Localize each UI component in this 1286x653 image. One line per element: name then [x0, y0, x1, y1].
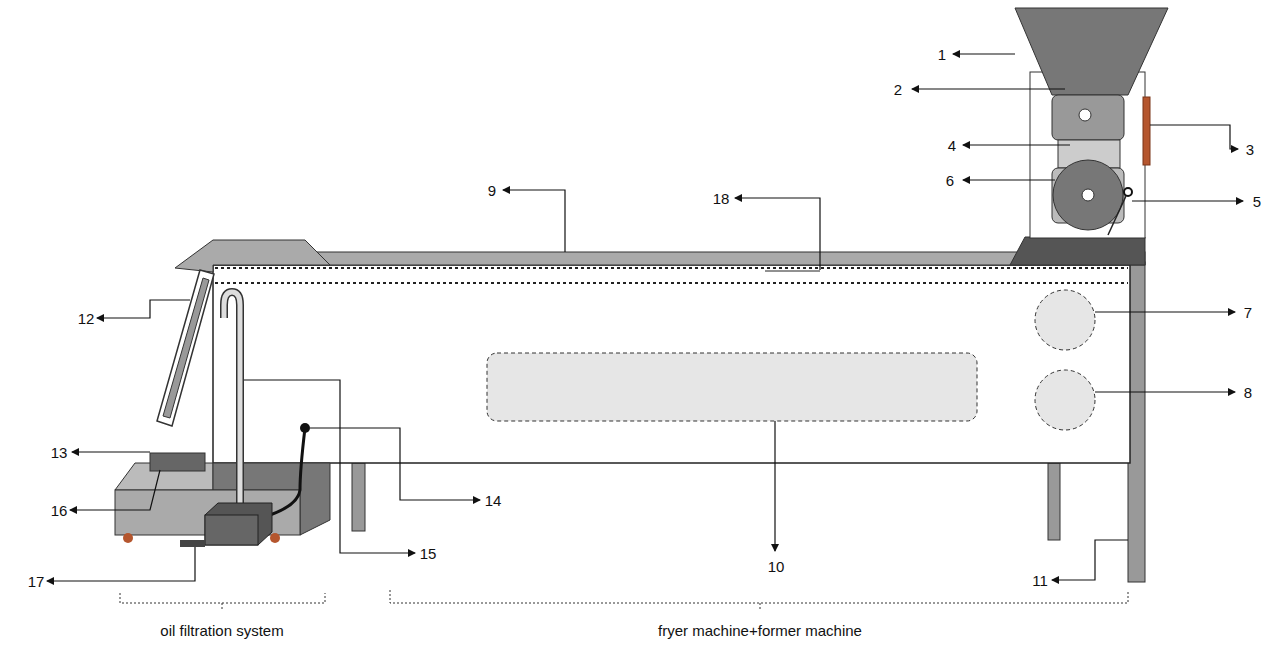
- group-label: oil filtration system: [160, 623, 283, 638]
- callout-number: 12: [78, 311, 95, 326]
- callout-number: 1: [938, 47, 946, 62]
- group-label: fryer machine+former machine: [658, 623, 862, 638]
- callout-number: 9: [488, 183, 496, 198]
- callout-number: 17: [28, 574, 45, 589]
- callout-number: 6: [946, 173, 954, 188]
- callout-number: 8: [1244, 385, 1252, 400]
- callout-number: 16: [51, 503, 68, 518]
- callout-number: 13: [51, 445, 68, 460]
- callout-number: 10: [768, 559, 785, 574]
- callout-number: 2: [894, 82, 902, 97]
- callout-number: 18: [713, 191, 730, 206]
- callout-number: 14: [485, 493, 502, 508]
- callout-number: 5: [1253, 194, 1261, 209]
- callout-number: 4: [948, 138, 956, 153]
- callout-number: 3: [1246, 142, 1254, 157]
- callout-number: 11: [1032, 573, 1048, 588]
- callout-number: 7: [1244, 305, 1252, 320]
- callout-number: 15: [420, 546, 437, 561]
